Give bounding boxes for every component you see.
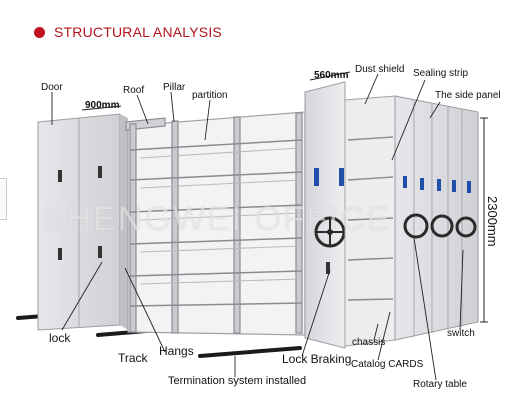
side-scroll-tab xyxy=(0,178,7,220)
label-sealing-strip: Sealing strip xyxy=(413,68,469,79)
label-switch: switch xyxy=(447,328,475,339)
label-track: Track xyxy=(118,351,148,365)
side-panels xyxy=(394,95,479,341)
label-catalog-cards: Catalog CARDS xyxy=(351,359,424,370)
section-header: STRUCTURAL ANALYSIS xyxy=(34,22,222,42)
leader-lines xyxy=(51,73,464,381)
label-side-panel: The side panel xyxy=(435,90,501,101)
label-door: Door xyxy=(41,82,63,93)
label-chassis: chassis xyxy=(352,337,386,348)
label-dust-shield: Dust shield xyxy=(355,64,405,75)
red-bullet-icon xyxy=(34,26,45,38)
door-cabinet xyxy=(37,113,128,331)
watermark-text: SHENGWEI OFFICE xyxy=(42,200,392,238)
label-hangs: Hangs xyxy=(159,344,194,358)
height-dimension: 2300mm xyxy=(485,196,500,247)
label-partition: partition xyxy=(192,90,228,101)
dimension-lines xyxy=(81,71,488,323)
front-panel-with-wheel xyxy=(304,81,346,349)
label-roof: Roof xyxy=(123,85,145,96)
label-termination-system: Termination system installed xyxy=(168,375,307,387)
open-shelving xyxy=(125,111,306,336)
width-dimension: 900mm xyxy=(85,100,120,111)
label-rotary-table: Rotary table xyxy=(413,379,467,390)
section-title: STRUCTURAL ANALYSIS xyxy=(54,24,222,40)
label-lock-braking: Lock Braking xyxy=(282,352,352,366)
label-lock: lock xyxy=(49,331,71,345)
depth-dimension: 560mm xyxy=(314,70,349,81)
label-pillar: Pillar xyxy=(163,82,186,93)
